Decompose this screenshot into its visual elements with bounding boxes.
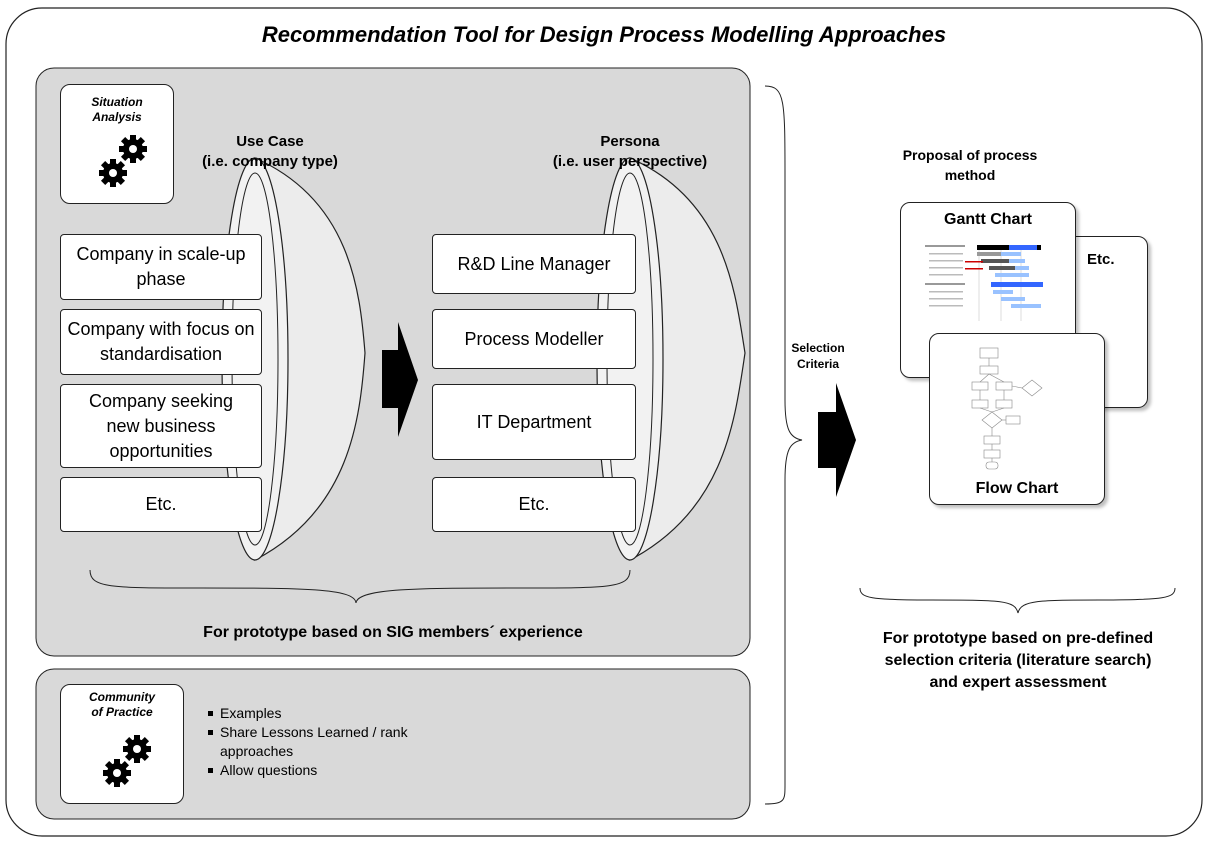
prototype-predefined-line2: selection criteria (literature search) xyxy=(884,652,1152,669)
community-label-1: Community xyxy=(89,690,155,704)
prototype-predefined-line3: and expert assessment xyxy=(929,674,1107,691)
gears-icon xyxy=(103,735,151,787)
gantt-thumbnail xyxy=(925,245,1043,321)
prototype-predefined-line1: For prototype based on pre-defined xyxy=(882,630,1154,647)
bottom-brace-left xyxy=(89,569,631,604)
vertical-brace xyxy=(764,85,803,805)
page-title: Recommendation Tool for Design Process M… xyxy=(261,22,947,47)
use-case-header-subtitle: (i.e. company type) xyxy=(202,153,338,170)
community-label-2: of Practice xyxy=(91,705,153,719)
use-case-item-new-business: Company seeking new business opportuniti… xyxy=(60,384,262,468)
situation-analysis-label-1: Situation xyxy=(91,95,143,109)
selection-criteria-line1: Selection xyxy=(791,341,845,355)
community-panel xyxy=(35,668,751,820)
persona-header: Persona (i.e. user perspective) xyxy=(520,132,740,172)
prototype-predefined-label: For prototype based on pre-defined selec… xyxy=(830,628,1206,694)
community-bullet: Examples xyxy=(206,704,426,723)
use-case-header: Use Case (i.e. company type) xyxy=(180,132,360,172)
etc-label: Etc. xyxy=(1087,251,1115,268)
community-bullet-list: Examples Share Lessons Learned / rank ap… xyxy=(206,704,426,780)
persona-header-subtitle: (i.e. user perspective) xyxy=(552,153,708,170)
use-case-item-etc: Etc. xyxy=(60,477,262,532)
flowchart-thumbnail xyxy=(971,347,1043,470)
selection-criteria-label: Selection Criteria xyxy=(780,340,856,372)
bottom-brace-right xyxy=(859,587,1176,614)
gantt-chart-title: Gantt Chart xyxy=(944,211,1032,228)
persona-item-process-modeller: Process Modeller xyxy=(432,309,636,369)
proposal-header-line1: Proposal of process xyxy=(902,147,1038,163)
selection-criteria-line2: Criteria xyxy=(796,357,840,371)
community-of-practice-box: Community of Practice xyxy=(60,684,184,804)
gears-icon xyxy=(99,135,147,187)
persona-item-rd-line-manager: R&D Line Manager xyxy=(432,234,636,294)
proposal-header-line2: method xyxy=(944,167,996,183)
persona-header-title: Persona xyxy=(600,133,660,150)
flow-chart-card: Flow Chart xyxy=(929,333,1105,505)
persona-item-it-department: IT Department xyxy=(432,384,636,460)
use-case-header-title: Use Case xyxy=(236,133,304,150)
flow-chart-title: Flow Chart xyxy=(975,480,1059,497)
middle-arrow xyxy=(382,322,418,437)
community-bullet: Share Lessons Learned / rank approaches xyxy=(206,723,426,761)
community-bullet: Allow questions xyxy=(206,761,426,780)
situation-analysis-label-2: Analysis xyxy=(92,110,142,124)
proposal-header: Proposal of process method xyxy=(880,145,1060,185)
selection-arrow xyxy=(818,383,856,497)
persona-item-etc: Etc. xyxy=(432,477,636,532)
use-case-item-standardisation: Company with focus on standardisation xyxy=(60,309,262,375)
prototype-sig-label: For prototype based on SIG members´ expe… xyxy=(203,624,583,641)
use-case-item-scale-up: Company in scale-up phase xyxy=(60,234,262,300)
situation-analysis-box: Situation Analysis xyxy=(60,84,174,204)
